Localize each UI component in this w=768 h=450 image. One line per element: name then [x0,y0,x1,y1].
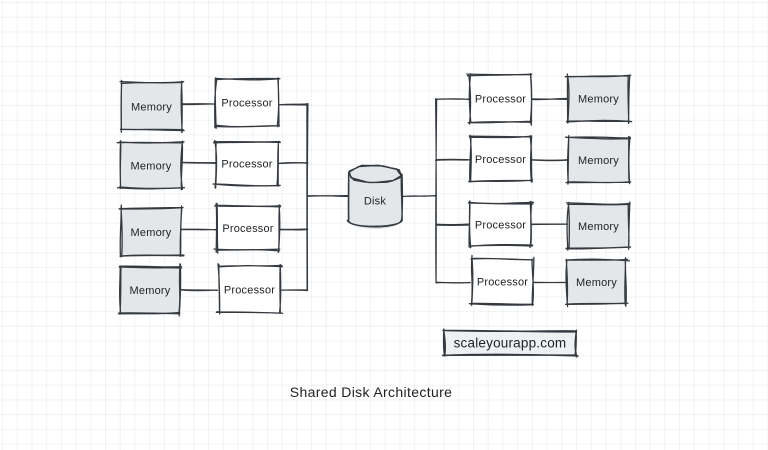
svg-text:Processor: Processor [221,98,272,110]
svg-text:Memory: Memory [131,227,172,239]
svg-text:Memory: Memory [578,94,619,106]
svg-text:Memory: Memory [576,277,617,289]
svg-text:Processor: Processor [224,285,275,297]
svg-text:Memory: Memory [578,155,619,167]
svg-text:Memory: Memory [578,221,619,233]
svg-text:Processor: Processor [475,154,526,166]
svg-text:Disk: Disk [364,196,386,208]
svg-text:Memory: Memory [131,161,172,173]
svg-text:Processor: Processor [222,223,273,235]
svg-text:Memory: Memory [130,285,171,297]
svg-text:Processor: Processor [475,220,526,232]
svg-text:Shared Disk Architecture: Shared Disk Architecture [290,384,452,400]
svg-text:Processor: Processor [477,277,528,289]
svg-text:Memory: Memory [131,101,172,113]
svg-text:scaleyourapp.com: scaleyourapp.com [454,336,567,351]
svg-text:Processor: Processor [221,159,272,171]
svg-text:Processor: Processor [475,94,526,106]
